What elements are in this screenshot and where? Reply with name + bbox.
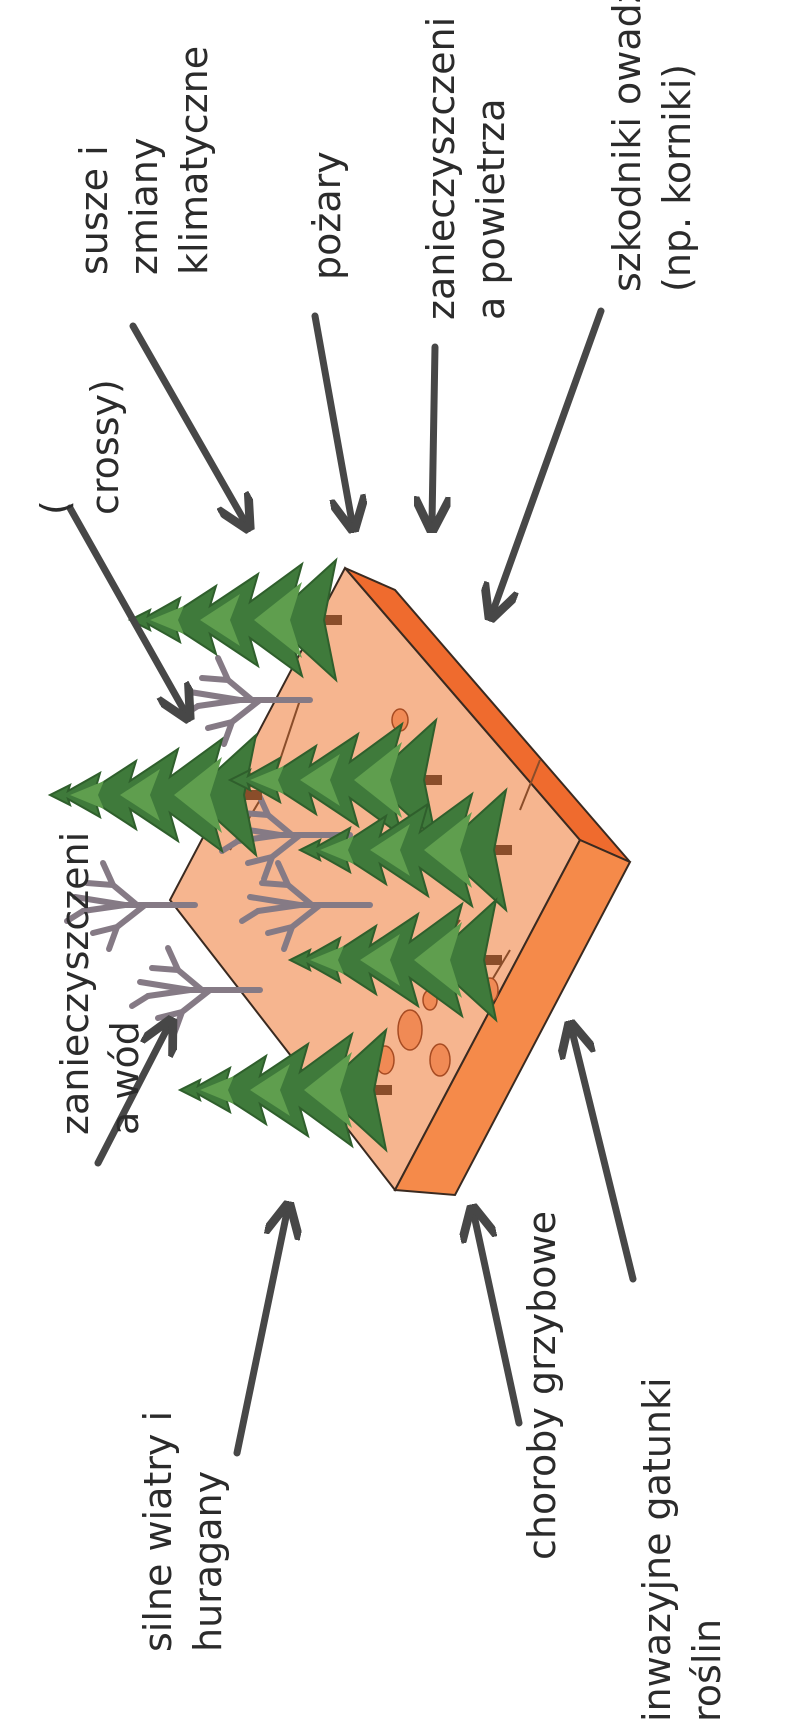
- arrow-icon: [133, 326, 245, 522]
- arrow-icon: [432, 347, 435, 522]
- label-invasive-plants: inwazyjne gatunki roślin: [632, 1377, 732, 1722]
- label-strong-winds: silne wiatry i huragany: [133, 1411, 233, 1652]
- label-insect-pests: szkodniki owadzie (np. korniki): [602, 0, 702, 292]
- arrow-icon: [493, 311, 601, 611]
- label-air-pollution: zanieczyszczeni a powietrza: [416, 17, 516, 320]
- arrow-icon: [572, 1031, 633, 1279]
- arrow-icon: [237, 1212, 287, 1453]
- arrow-icon: [474, 1215, 519, 1423]
- label-invasive-animals: ( crossy): [30, 379, 130, 515]
- label-fungal-diseases: choroby grzybowe: [517, 1211, 567, 1560]
- label-fires: pożary: [302, 151, 352, 280]
- label-droughts-climate: susze i zmiany klimatyczne: [69, 46, 219, 275]
- arrow-icon: [315, 316, 352, 522]
- label-water-pollution: zanieczyszczeni a wód: [50, 832, 150, 1135]
